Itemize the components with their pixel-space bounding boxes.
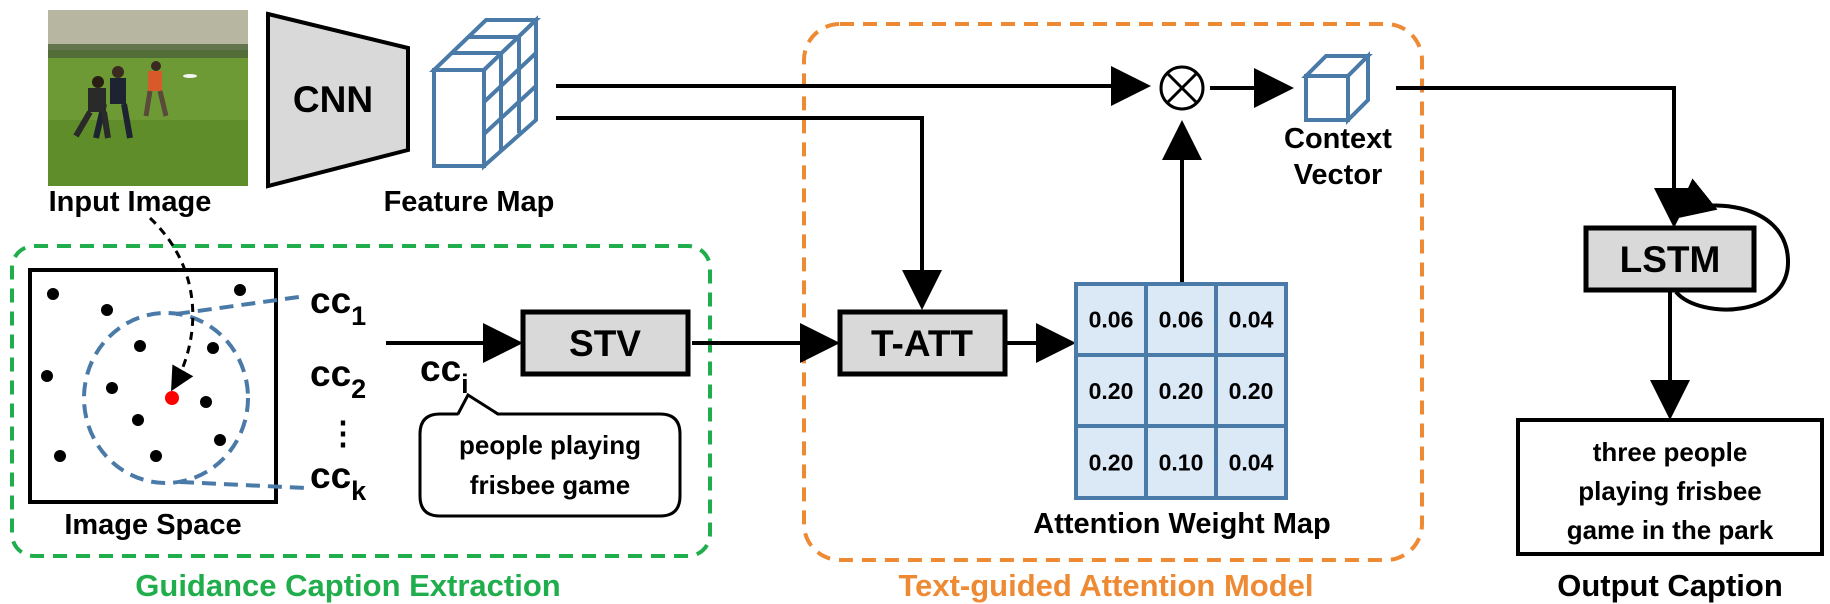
weight-cell: 0.20 xyxy=(1229,378,1274,404)
weight-cell: 0.04 xyxy=(1229,449,1274,475)
query-point xyxy=(165,391,179,405)
input-image-label: Input Image xyxy=(49,186,212,218)
attention-section-frame xyxy=(802,22,1424,562)
weight-cell-values: 0.06 0.06 0.04 0.20 0.20 0.20 0.20 0.10 0.04 xyxy=(1089,307,1274,476)
output-caption-box xyxy=(1516,418,1824,556)
callout-tail xyxy=(456,392,499,416)
output-line-1: three people xyxy=(1593,437,1748,467)
weight-cell: 0.04 xyxy=(1229,307,1274,333)
input-photo xyxy=(48,10,248,186)
context-vector-cube xyxy=(1301,51,1373,125)
attention-section-title: Text-guided Attention Model xyxy=(898,568,1313,603)
embedding-points xyxy=(41,284,246,462)
ellipsis: ⋮ xyxy=(327,415,359,451)
tatt-label: T-ATT xyxy=(871,323,973,364)
weight-map-label: Attention Weight Map xyxy=(1033,508,1330,540)
weight-cell: 0.06 xyxy=(1159,307,1204,333)
callout-tail-fill xyxy=(458,395,498,416)
multiply-icon xyxy=(1159,65,1205,111)
image-space-box xyxy=(28,268,278,504)
guidance-section-frame xyxy=(10,244,712,558)
neighborhood-circle xyxy=(82,311,250,485)
cck-label: cck xyxy=(310,455,367,506)
output-caption-label: Output Caption xyxy=(1557,568,1783,603)
caption-callout xyxy=(418,412,682,518)
weight-cell: 0.20 xyxy=(1089,449,1134,475)
cnn-label: CNN xyxy=(293,79,373,120)
lstm-block xyxy=(1583,225,1757,293)
feature-to-tatt-arrow xyxy=(556,116,942,310)
cnn-block xyxy=(266,11,410,189)
output-line-3: game in the park xyxy=(1567,515,1774,545)
context-label-line1: Context xyxy=(1284,123,1392,155)
callout-line-2: frisbee game xyxy=(470,470,630,500)
context-to-lstm-arrow xyxy=(1396,86,1694,228)
image-space-label: Image Space xyxy=(64,509,241,541)
lstm-label: LSTM xyxy=(1620,239,1721,280)
cc1-label: cc1 xyxy=(310,280,366,331)
weight-cell: 0.06 xyxy=(1089,307,1134,333)
lstm-recurrent-loop xyxy=(1673,178,1791,312)
cci-label: cci xyxy=(420,348,469,399)
stv-label: STV xyxy=(569,323,641,364)
weight-cell: 0.20 xyxy=(1159,378,1204,404)
weight-cell: 0.20 xyxy=(1089,378,1134,404)
weight-cell: 0.10 xyxy=(1159,449,1204,475)
attention-weight-grid xyxy=(1074,282,1288,500)
feature-map-cube xyxy=(429,15,541,171)
feature-map-label: Feature Map xyxy=(384,186,555,218)
callout-line-1: people playing xyxy=(459,430,641,460)
cc2-label: cc2 xyxy=(310,353,366,404)
output-line-2: playing frisbee xyxy=(1578,476,1762,506)
context-label-line2: Vector xyxy=(1294,159,1383,191)
guidance-section-title: Guidance Caption Extraction xyxy=(135,568,560,603)
input-to-query-arrow xyxy=(148,216,195,392)
tatt-block xyxy=(837,309,1008,377)
stv-block xyxy=(520,309,691,377)
